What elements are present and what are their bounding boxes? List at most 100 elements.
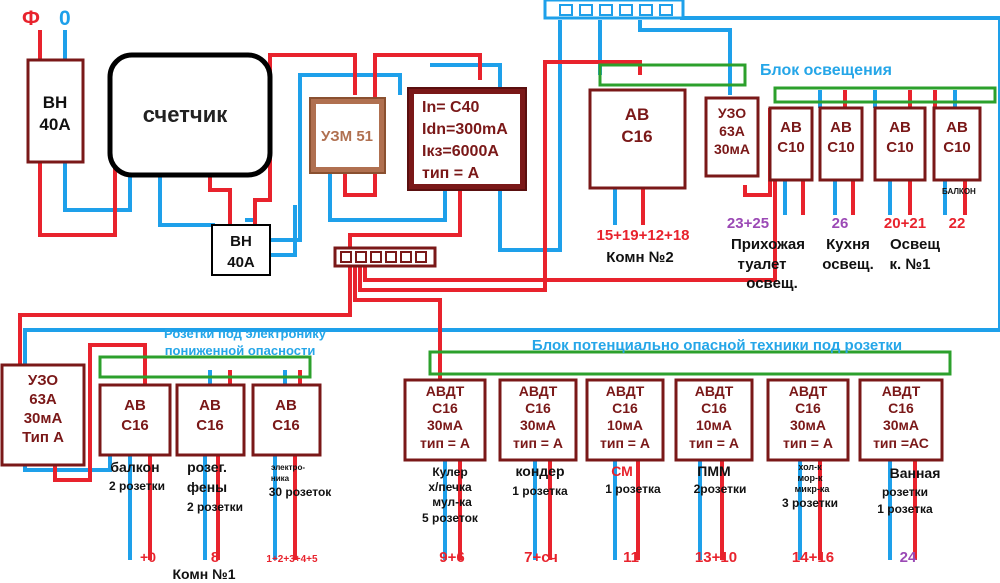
switch-vn-after-meter: ВН 40А <box>211 224 271 276</box>
electronics-sub-2: 2 розетки <box>187 500 243 514</box>
hazard-5-line-1: АВДТ <box>789 383 828 399</box>
lighting-num-2: 26 <box>832 215 849 232</box>
electronics-sub-3: 30 розеток <box>269 485 333 499</box>
hazard-6-line-1: АВДТ <box>882 383 921 399</box>
electronics-breaker: АВ С16 <box>175 383 246 457</box>
lighting-rcd: УЗО 63А 30мА <box>704 96 760 178</box>
hazard-6-line-3: 30мА <box>883 417 919 433</box>
room2-name: Комн №2 <box>606 249 674 266</box>
room2-breaker-line-2: С16 <box>621 127 652 146</box>
hazard-2-line-2: С16 <box>525 400 551 416</box>
hazard-3-desc-1: СМ <box>611 463 633 479</box>
vn-after-meter-line-2: 40А <box>227 254 255 271</box>
hazard-1-line-1: АВДТ <box>426 383 465 399</box>
main-rcd-line-3: Iкз=6000А <box>422 143 499 160</box>
electronics-breaker: АВ С16 <box>98 383 172 457</box>
electronics-name-1: балкон <box>110 459 159 475</box>
lighting-desc-3-line-1: Освещ <box>890 236 940 253</box>
electronics-breaker-1-line-2: С16 <box>121 417 149 434</box>
hazard-1-desc-2: х/печка <box>428 480 472 494</box>
hazard-5-desc-2: мор-к <box>797 473 823 483</box>
green-busbars <box>98 63 997 379</box>
electronics-rcd-line-2: 63А <box>29 391 57 408</box>
lighting-desc-1-line-1: Прихожая <box>731 236 805 253</box>
electronics-name-2-line-2: фены <box>187 479 227 495</box>
meter: счетчик <box>107 52 273 178</box>
hazard-2-num: 7+сч <box>524 549 558 566</box>
hazard-1-desc-3: мул-ка <box>432 495 472 509</box>
hazard-5-line-4: тип = А <box>783 435 833 451</box>
lighting-num-3: 20+21 <box>884 215 926 232</box>
lighting-breaker-4-line-1: АВ <box>946 119 968 136</box>
hazard-2-desc-1: кондер <box>515 463 564 479</box>
hazard-1-line-2: С16 <box>432 400 458 416</box>
lighting-breaker-3-line-1: АВ <box>889 119 911 136</box>
electronics-breaker-3-line-2: С16 <box>272 417 300 434</box>
electronics-rcd: УЗО 63А 30мА Тип А <box>0 363 86 467</box>
electronics-rcd-line-3: 30мА <box>24 410 63 427</box>
electronics-name-3-line-1: электро- <box>271 463 305 472</box>
electronics-num-1: +0 <box>140 549 156 565</box>
hazard-device: АВДТ С16 30мА тип =АС <box>858 378 944 462</box>
room2-lines: 15+19+12+18 <box>596 227 689 244</box>
hazard-1-line-4: тип = А <box>420 435 470 451</box>
hazard-5-num: 14+16 <box>792 549 834 566</box>
electronics-breaker-2-line-1: АВ <box>199 397 221 414</box>
lighting-desc-1-line-3: освещ. <box>746 275 798 292</box>
lighting-rcd-line-2: 63А <box>719 123 745 139</box>
hazard-2-line-3: 30мА <box>520 417 556 433</box>
lighting-desc-2-line-1: Кухня <box>826 236 870 253</box>
electronics-breaker-1-line-1: АВ <box>124 397 146 414</box>
hazard-1-desc-4: 5 розеток <box>422 511 479 525</box>
hazard-1-num: 9+6 <box>439 549 464 566</box>
lighting-desc-1-line-2: туалет <box>737 256 786 273</box>
lighting-breaker-2-line-1: АВ <box>830 119 852 136</box>
main-rcd-line-2: Idn=300mA <box>422 121 508 138</box>
hazard-3-line-3: 10мА <box>607 417 643 433</box>
electronics-sub-1: 2 розетки <box>109 479 165 493</box>
lighting-desc-2-line-2: освещ. <box>822 256 874 273</box>
lighting-breaker-2-line-2: С10 <box>827 139 855 156</box>
main-switch-line-1: ВН <box>43 93 68 112</box>
electronics-rcd-line-4: Тип А <box>22 429 64 446</box>
hazard-4-num: 13+10 <box>695 549 737 566</box>
hazard-5-line-2: С16 <box>795 400 821 416</box>
hazard-6-num: 24 <box>900 549 917 566</box>
hazard-device: АВДТ С16 10мА тип = А <box>585 378 665 462</box>
electronics-num-2: 8 <box>211 549 219 566</box>
lighting-breaker-1-line-2: С10 <box>777 139 805 156</box>
uzm-51: УЗМ 51 <box>309 97 386 174</box>
hazard-2-line-1: АВДТ <box>519 383 558 399</box>
lighting-breaker-1-line-1: АВ <box>780 119 802 136</box>
hazard-6-line-4: тип =АС <box>873 435 929 451</box>
hazard-3-num: 11 <box>623 549 639 566</box>
lighting-breaker: АВ С10 <box>768 106 814 182</box>
main-switch-line-2: 40А <box>39 115 70 134</box>
hazard-device: АВДТ С16 30мА тип = А <box>498 378 578 462</box>
lighting-breaker-4-sublabel: БАЛКОН <box>942 187 976 196</box>
main-switch-vn: ВН 40А <box>26 58 85 164</box>
electronics-title-line-2: пониженной опасности <box>165 343 316 358</box>
vn-after-meter-line-1: ВН <box>230 233 252 250</box>
busbar-top <box>543 0 685 20</box>
hazard-2-line-4: тип = А <box>513 435 563 451</box>
room2-breaker: АВ С16 <box>588 88 687 190</box>
hazard-4-line-2: С16 <box>701 400 727 416</box>
electronics-name-3-line-2: ника <box>271 474 290 483</box>
hazard-title: Блок потенциально опасной техники под ро… <box>532 337 902 354</box>
neutral-label: 0 <box>59 7 71 30</box>
hazard-6-desc-3: 1 розетка <box>877 502 933 516</box>
electronics-breaker: АВ С16 <box>251 383 322 457</box>
hazard-1-desc-1: Кулер <box>432 465 467 479</box>
electronics-breaker-2-line-2: С16 <box>196 417 224 434</box>
room1-name: Комн №1 <box>172 566 235 582</box>
hazard-1-line-3: 30мА <box>427 417 463 433</box>
electronics-name-2-line-1: розег. <box>187 459 227 475</box>
hazard-3-line-4: тип = А <box>600 435 650 451</box>
room2-breaker-line-1: АВ <box>625 105 650 124</box>
lighting-num-1: 23+25 <box>727 215 769 232</box>
hazard-4-line-4: тип = А <box>689 435 739 451</box>
hazard-5-desc-3: микр-ка <box>795 484 831 494</box>
hazard-6-desc-1: Ванная <box>890 465 941 481</box>
neutral-wires <box>23 16 1000 560</box>
